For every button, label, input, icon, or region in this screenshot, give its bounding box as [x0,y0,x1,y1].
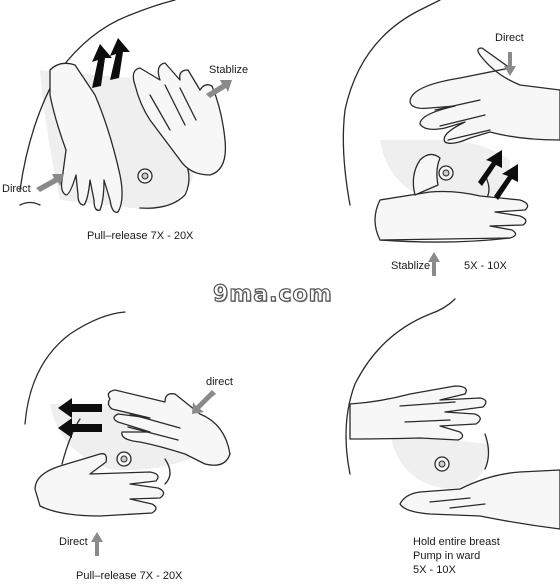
black-arrows-up [92,38,130,88]
upper-hand-shape [107,389,231,466]
watermark-logo: 9ma.com [212,281,333,307]
stabilize-label: Stablize [391,260,431,272]
stabilize-label: Stablize [209,64,249,76]
lower-hand-shape [34,453,165,517]
panel-2-stabilize-direct: Direct Stablize 5X - 10X [280,0,560,293]
panel-4-hold-pump: Hold entire breast Pump in ward 5X - 10X [280,294,560,587]
lower-hand-shape [374,190,529,241]
direct-label: Direct [2,183,31,195]
gray-arrows [91,390,216,556]
direct-label: direct [206,376,233,388]
upper-hand-shape [409,47,560,144]
gray-arrows [36,80,232,192]
direct-bottom-label: Direct [59,536,88,548]
right-hand-shape [132,62,227,176]
panel-3-pull-release: direct Direct Pull–release 7X - 20X [0,294,280,587]
gray-arrows [428,52,516,276]
upper-hand-shape [349,385,487,441]
panel-1-caption: Pull–release 7X - 20X [87,230,194,242]
panel-4-illustration [345,298,560,530]
black-arrows-diagonal [478,150,518,200]
black-arrows-left [58,398,102,438]
panel-2-illustration [342,0,560,276]
panel-1-pull-release: Stablize Direct Pull–release 7X - 20X [0,0,280,293]
panel-4-caption-line-3: 5X - 10X [413,564,456,576]
panel-3-caption: Pull–release 7X - 20X [76,570,183,582]
lower-hand-shape [399,469,560,530]
direct-label: Direct [495,32,524,44]
reps-label: 5X - 10X [464,260,507,272]
panel-4-caption-line-2: Pump in ward [413,550,481,562]
panel-1-illustration [19,0,232,213]
panel-3-illustration [24,311,231,556]
left-hand-shape [49,62,123,213]
panel-4-caption-line-1: Hold entire breast [413,536,500,548]
